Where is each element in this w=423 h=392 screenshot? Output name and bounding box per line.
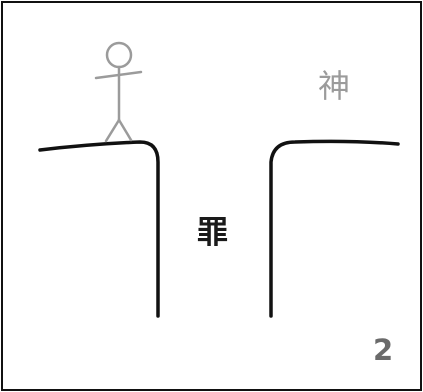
person-right-leg (117, 118, 133, 142)
sin-label: 罪 (197, 215, 228, 251)
left-cliff (38, 140, 160, 318)
person-head (105, 41, 133, 69)
person-arms (94, 70, 143, 80)
god-label: 神 (318, 67, 351, 105)
right-cliff (269, 139, 400, 318)
person-left-leg (104, 118, 121, 143)
page-number: 2 (373, 333, 394, 367)
person-figure (94, 41, 143, 143)
